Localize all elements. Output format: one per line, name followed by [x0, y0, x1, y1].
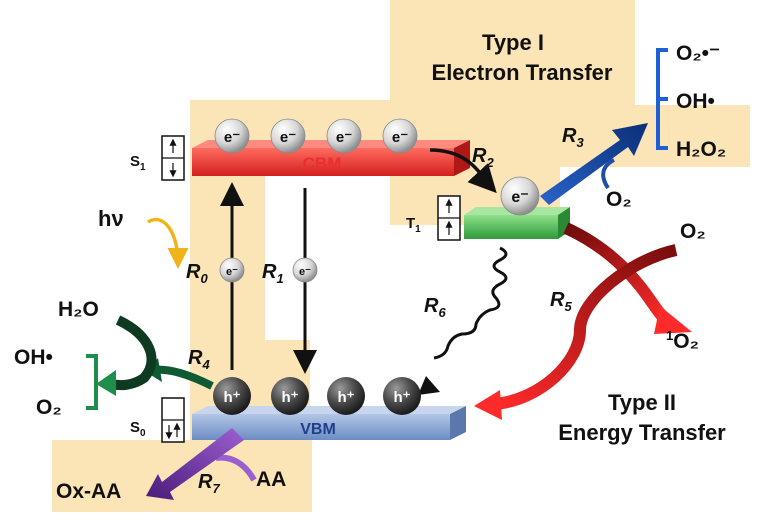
- electron-label: e⁻: [336, 129, 352, 146]
- type-ii-subtitle: Energy Transfer: [558, 420, 726, 445]
- vbm-holes: h⁺ h⁺ h⁺ h⁺: [213, 377, 421, 415]
- r7-label: R7: [198, 471, 220, 496]
- r7-aa-hook: [215, 454, 257, 482]
- oh-arrow-head: [96, 370, 116, 396]
- o2-right-label: O₂: [680, 220, 706, 243]
- s0-label: S0: [130, 419, 146, 439]
- r0-electron: [219, 257, 245, 283]
- superoxide-label: O₂•⁻: [676, 42, 720, 65]
- o2-left-label: O₂: [36, 396, 62, 419]
- r7-arrow: [146, 428, 244, 500]
- electron: [270, 118, 306, 154]
- singlet-oxygen-label: 1O₂: [666, 328, 699, 353]
- aa-label: AA: [256, 468, 286, 491]
- water-branch-bracket: [86, 354, 98, 410]
- r3-arrow: [540, 123, 648, 205]
- h2o-label: H₂O: [58, 298, 99, 321]
- hydroxyl-radical-top-label: OH•: [676, 90, 715, 113]
- r6-label: R6: [424, 295, 446, 320]
- type-ii-title: Type II: [608, 390, 676, 415]
- type-i-title: Type I: [482, 30, 544, 55]
- light-label: hν: [98, 206, 124, 231]
- hole: [271, 377, 309, 415]
- hole: [383, 377, 421, 415]
- hole-label: h⁺: [337, 389, 354, 406]
- o2-t1-label: O₂: [606, 188, 632, 211]
- electron: [382, 118, 418, 154]
- hole-label: h⁺: [281, 389, 298, 406]
- electron: [214, 118, 250, 154]
- type-i-bracket: [656, 48, 668, 150]
- hole-label: h⁺: [223, 389, 240, 406]
- hole: [213, 377, 251, 415]
- light-arrow: [147, 218, 189, 269]
- r3-o2-hook: [601, 158, 615, 190]
- t1-electron-label: e⁻: [511, 189, 528, 206]
- r4-label: R4: [188, 347, 210, 372]
- t1-label: T1: [406, 215, 421, 235]
- electron-label: e⁻: [392, 129, 408, 146]
- r6-wavy-arrow: [433, 246, 508, 360]
- s1-state-box: S1: [130, 135, 185, 181]
- h2o2-label: H₂O₂: [676, 138, 726, 161]
- s0-state-box: S0: [130, 397, 185, 443]
- r5-arrow-o2: [494, 244, 678, 410]
- electron-label: e⁻: [280, 129, 296, 146]
- hydroxyl-radical-left-label: OH•: [14, 346, 53, 369]
- r0-label: R0: [186, 261, 208, 286]
- r1-electron: [292, 257, 318, 283]
- r1-label: R1: [262, 261, 284, 286]
- h2o-to-oh-arrow: [110, 315, 157, 391]
- r5-arrow-o2-head: [474, 390, 502, 420]
- hole-label: h⁺: [393, 389, 410, 406]
- t1-state-box: T1: [406, 195, 461, 241]
- cbm-label: CBM: [303, 154, 342, 173]
- r1-electron-label: e⁻: [299, 266, 311, 278]
- ox-aa-label: Ox-AA: [56, 480, 121, 503]
- cbm-electrons: e⁻ e⁻ e⁻ e⁻: [214, 118, 418, 154]
- vbm-label: VBM: [300, 421, 336, 438]
- s1-label: S1: [130, 153, 146, 173]
- t1-electron: [500, 176, 540, 216]
- r2-arrow: [429, 148, 497, 194]
- r5-arrow-main-head: [654, 306, 692, 334]
- type-i-subtitle: Electron Transfer: [432, 60, 613, 85]
- r2-label: R2: [472, 145, 494, 170]
- electron-label: e⁻: [224, 129, 240, 146]
- r0-electron-label: e⁻: [226, 266, 238, 278]
- r6-arrow-head: [418, 376, 440, 395]
- hole: [327, 377, 365, 415]
- r5-label: R5: [550, 289, 572, 314]
- electron: [326, 118, 362, 154]
- r3-label: R3: [562, 125, 584, 150]
